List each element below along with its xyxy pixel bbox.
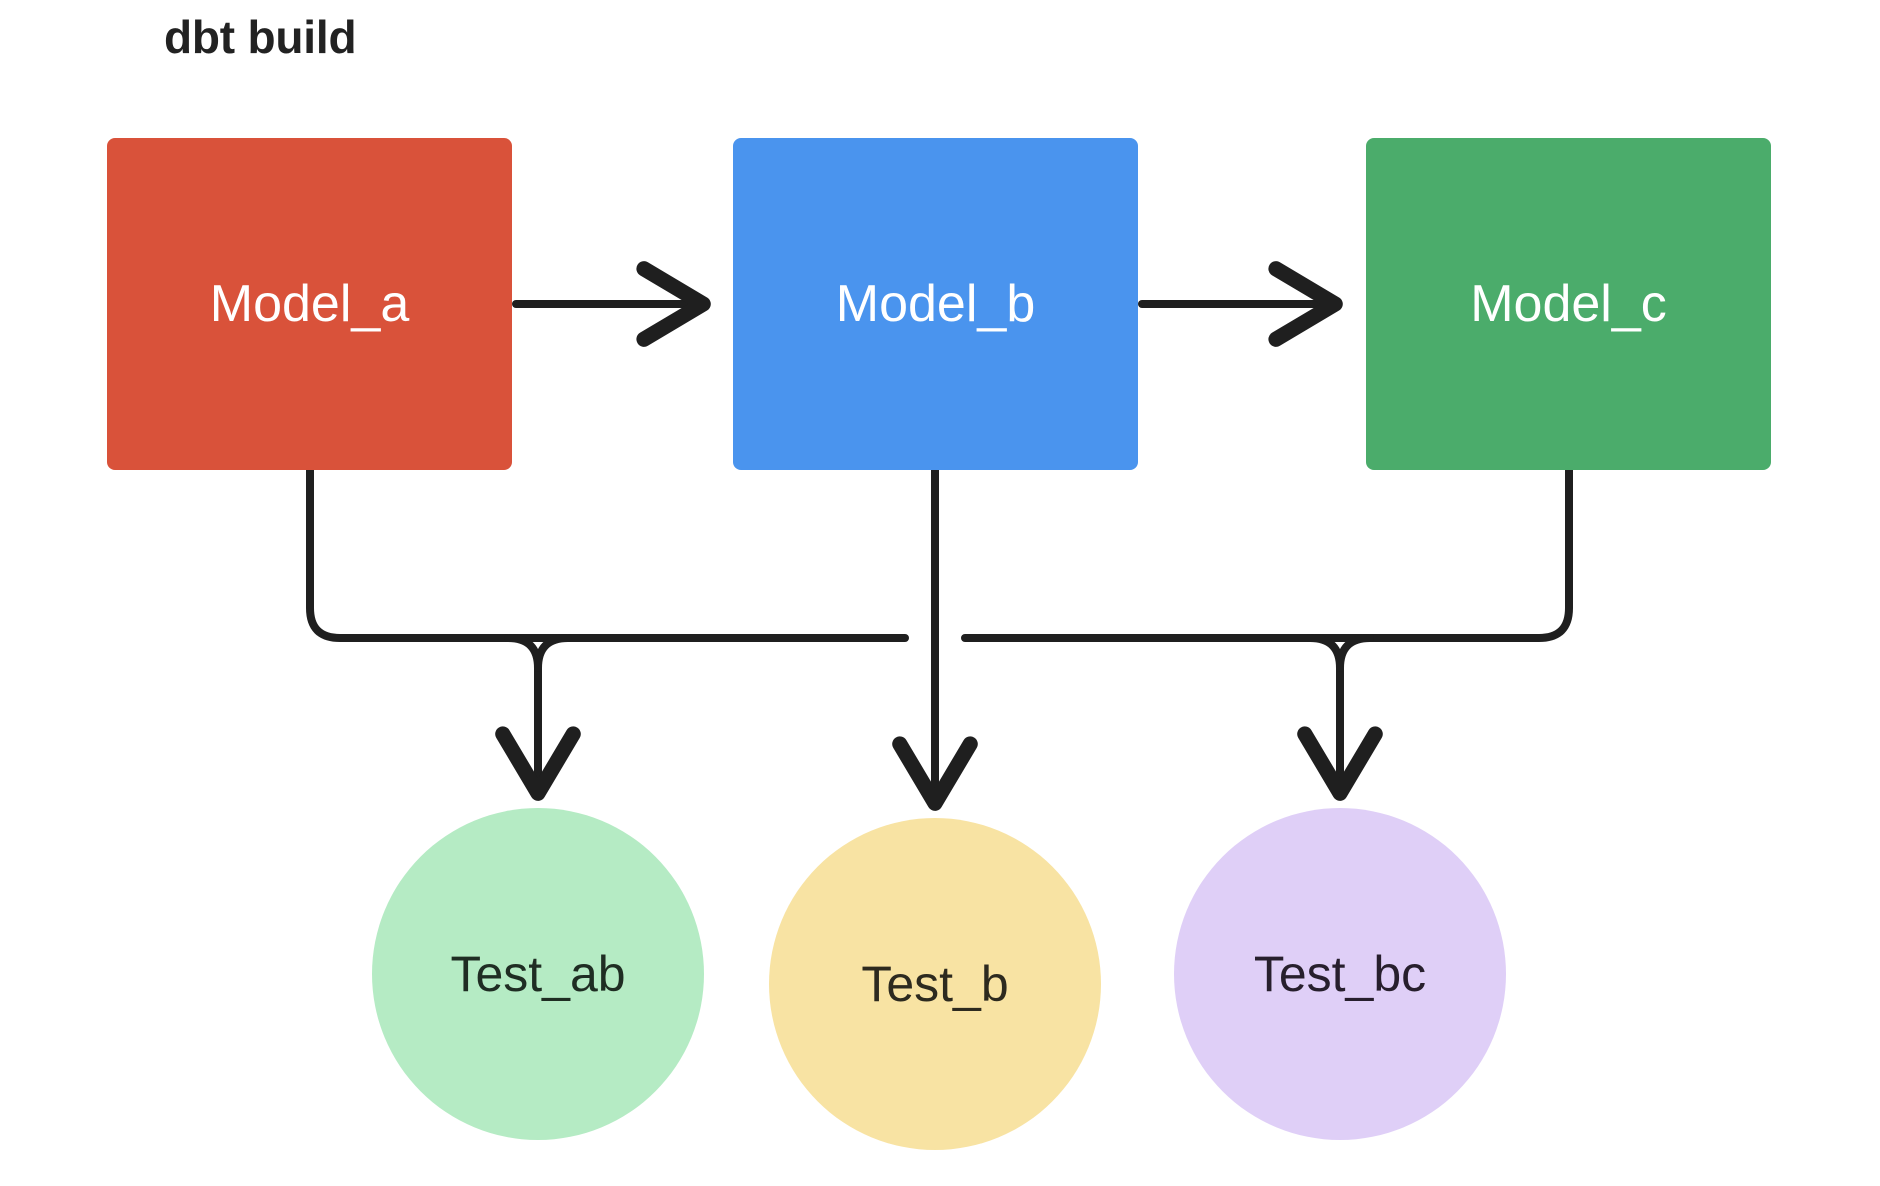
edge-bus-to-test-bc bbox=[1297, 634, 1383, 801]
node-test-ab-label: Test_ab bbox=[450, 945, 626, 1002]
edge-model-a-to-bus bbox=[306, 466, 524, 642]
node-test-b-label: Test_b bbox=[861, 955, 1009, 1012]
node-model-a-label: Model_a bbox=[209, 275, 410, 333]
edge-model-c-to-bus bbox=[1356, 466, 1573, 642]
page-title: dbt build bbox=[164, 11, 357, 63]
edge-bus-to-test-ab bbox=[495, 634, 581, 801]
node-test-bc-label: Test_bc bbox=[1253, 945, 1427, 1002]
node-test-b[interactable]: Test_b bbox=[769, 818, 1101, 1150]
node-model-b[interactable]: Model_b bbox=[733, 138, 1138, 470]
edge-bus-to-test-ab-right-hook bbox=[534, 634, 572, 672]
node-test-bc[interactable]: Test_bc bbox=[1174, 808, 1506, 1140]
node-model-b-label: Model_b bbox=[835, 275, 1036, 333]
node-model-c[interactable]: Model_c bbox=[1366, 138, 1771, 470]
node-test-ab[interactable]: Test_ab bbox=[372, 808, 704, 1140]
node-model-c-label: Model_c bbox=[1470, 275, 1667, 333]
edge-bus-to-test-bc-right-hook bbox=[1336, 634, 1374, 672]
node-model-a[interactable]: Model_a bbox=[107, 138, 512, 470]
